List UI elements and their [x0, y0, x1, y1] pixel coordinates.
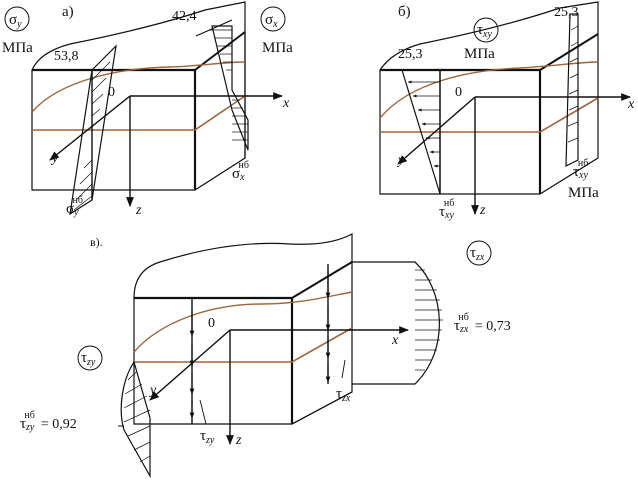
panel-a — [31, 1, 283, 216]
panel-a-sigma-x-max: 42,4 — [172, 9, 197, 24]
panel-c-curve — [133, 291, 353, 353]
panel-c-block-outline — [133, 232, 353, 425]
panel-a-sigma-x-diagram — [211, 25, 249, 151]
panel-a-labels: а) σy МПа 53,8 42,4 σx МПа 0 x y z σyнб … — [2, 4, 293, 218]
panel-a-y-axis-label: y — [50, 151, 59, 166]
panel-b-right-value: 25,3 — [554, 5, 579, 20]
panel-a-sigma-y-symbol: σy — [9, 12, 22, 30]
panel-a-sigma-x-unit: МПа — [262, 40, 293, 56]
panel-b-x-axis-label: x — [627, 97, 635, 112]
panel-a-sigma-x-symbol: σx — [265, 12, 278, 30]
panel-a-sigma-x-nb: σxнб — [232, 160, 249, 183]
panel-b-tau-xy-nb-right: τxyнб — [573, 158, 588, 181]
panel-c-labels: в). τzx τzy τzxнб= 0,73 τzyнб= 0,92 0 x … — [20, 235, 511, 448]
panel-c-x-axis-label: x — [391, 333, 399, 348]
panel-a-sigma-x-circle — [260, 6, 286, 32]
panel-a-origin: 0 — [108, 85, 115, 100]
panel-a-z-axis-label: z — [135, 203, 142, 218]
panel-c-z-axis-label: z — [235, 433, 242, 448]
panel-c-origin: 0 — [208, 316, 215, 331]
panel-b-tau-xy-nb-left: τxyнб — [439, 198, 454, 221]
panel-c-y-axis-label: y — [148, 383, 157, 398]
panel-a-sigma-y-nb: σyнб — [66, 195, 83, 218]
panel-a-sigma-y-max: 53,8 — [54, 49, 79, 64]
panel-a-block-outline — [31, 1, 246, 191]
panel-b-labels: б) τxy МПа 25,3 25,3 0 x y z τxyнб τxyнб… — [396, 4, 635, 221]
panel-a-sigma-y-circle — [4, 6, 30, 32]
panel-b-y-axis-label: y — [396, 153, 405, 168]
panel-a-y-axis — [49, 95, 131, 161]
panel-b-tau-xy-symbol: τxy — [477, 22, 492, 40]
panel-a-x-axis-label: x — [282, 96, 290, 111]
panel-c-right-face-bottom — [291, 391, 353, 425]
panel-c-tau-zx-circle — [466, 240, 492, 266]
panel-b-y-axis — [397, 96, 476, 165]
panel-a-sigma-y-diagram — [69, 44, 117, 216]
panel-a-sigma-y-unit: МПа — [2, 40, 33, 56]
panel-c-tau-zy-circle — [77, 345, 103, 371]
panel-a-top-edge — [194, 31, 246, 71]
panel-b-mid-plane — [380, 97, 599, 133]
panel-c-tau-zy-diagram — [120, 360, 151, 479]
panel-c — [118, 232, 443, 479]
panel-c-tau-zy-symbol: τzy — [81, 350, 96, 368]
panel-a-sigma-y-hatching — [73, 61, 111, 211]
panel-b-label: б) — [398, 4, 411, 20]
panel-c-top-edge — [291, 261, 353, 299]
panel-c-tau-zx-symbol: τzx — [470, 245, 485, 263]
panel-b-tau-xy-nb-unit: МПа — [568, 185, 599, 201]
panel-b-tau-xy-circle — [473, 17, 499, 43]
panel-c-mid-plane — [134, 327, 353, 363]
panel-b-tau-xy-unit: МПа — [464, 46, 495, 62]
panel-b-z-axis-label: z — [479, 203, 486, 218]
panel-c-tau-zy-hatching — [123, 371, 151, 463]
panel-a-mid-plane — [32, 95, 246, 131]
panel-c-label: в). — [90, 235, 103, 249]
panel-c-tau-zy-nb: τzyнб= 0,92 — [20, 410, 77, 433]
panel-b-left-value: 25,3 — [398, 47, 423, 62]
panel-c-tau-zx-hatching — [415, 269, 443, 371]
panel-c-y-axis — [149, 329, 231, 401]
panel-b-tau-xy-right-diagram — [565, 13, 579, 167]
panel-b-tau-xy-left-diagram — [401, 69, 441, 195]
panel-b-origin: 0 — [455, 85, 462, 100]
panel-c-tau-zx-diagram — [352, 261, 440, 385]
panel-c-tau-zx-inner: τzx — [336, 386, 351, 404]
panel-b — [379, 1, 631, 215]
panel-c-tau-zy-inner: τzy — [200, 428, 215, 446]
panel-a-sigma-x-hatching — [210, 29, 248, 141]
panel-b-curve — [379, 61, 599, 119]
panel-c-tau-zx-nb: τzxнб= 0,73 — [454, 312, 511, 335]
panel-b-block-outline — [379, 1, 599, 195]
panel-b-tau-xy-left-arrows — [407, 80, 440, 168]
panel-a-label: а) — [62, 4, 74, 20]
panel-b-tau-xy-right-hatching — [567, 25, 579, 143]
